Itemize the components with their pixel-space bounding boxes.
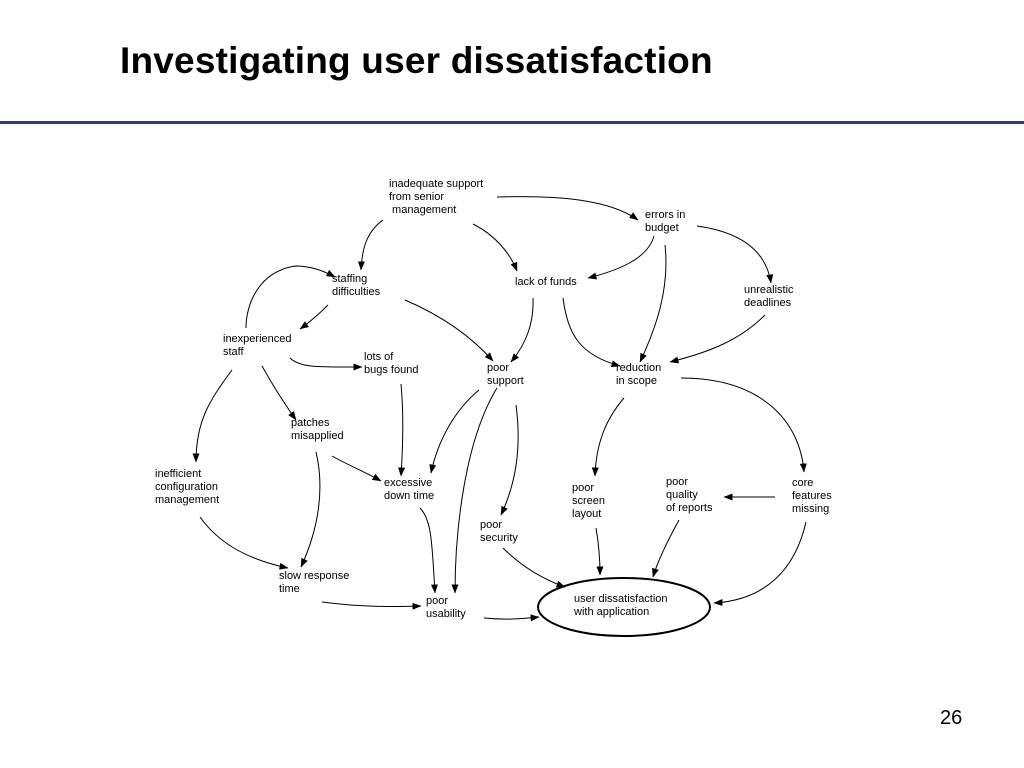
- arrow-patches-to-downtime: [331, 455, 382, 482]
- node-lots-of-bugs: lots of bugs found: [364, 351, 419, 376]
- arrow-poor-support-to-usability: [451, 387, 498, 594]
- node-reduction-in-scope: reduction in scope: [616, 362, 662, 387]
- arrow-core-to-dissatisfaction: [713, 521, 807, 606]
- page-number: 26: [940, 707, 963, 729]
- node-slow-response-time: slow response time: [279, 570, 350, 595]
- arrow-bugs-to-downtime: [398, 383, 406, 477]
- node-poor-screen-layout: poor screen layout: [572, 482, 606, 520]
- node-unrealistic-deadlines: unrealistic deadlines: [744, 284, 794, 309]
- outcome-ellipse: [537, 577, 711, 637]
- arrow-screen-to-dissatisfaction: [595, 527, 604, 576]
- slide-title: Investigating user dissatisfaction: [120, 40, 713, 81]
- node-inefficient-config: inefficient configuration management: [155, 468, 220, 506]
- arrow-funds-to-poor-support: [510, 297, 534, 363]
- node-patches-misapplied: patches misapplied: [291, 417, 344, 442]
- arrow-budget-to-funds: [587, 235, 655, 280]
- arrow-reduction-to-screen-layout: [591, 397, 625, 477]
- arrow-deadlines-to-reduction: [669, 314, 766, 364]
- node-lack-of-funds: lack of funds: [515, 276, 577, 288]
- arrow-support-to-staffing: [357, 219, 384, 271]
- node-errors-in-budget: errors in budget: [645, 209, 686, 234]
- arrow-slow-response-to-usability: [321, 601, 422, 610]
- arrow-quality-to-dissatisfaction: [652, 519, 680, 578]
- arrow-inexperienced-to-config: [192, 369, 233, 463]
- arrow-inexperienced-to-bugs: [289, 357, 363, 371]
- node-inexperienced-staff: inexperienced staff: [223, 333, 292, 358]
- arrow-poor-support-to-downtime: [429, 389, 480, 474]
- arrow-inexperienced-to-patches: [261, 365, 297, 421]
- arrow-patches-to-slow-response: [300, 451, 321, 568]
- arrow-funds-to-reduction: [562, 297, 621, 368]
- arrow-support-to-budget: [496, 196, 639, 221]
- arrow-downtime-to-usability: [419, 507, 438, 594]
- node-user-dissatisfaction: user dissatisfaction with application: [574, 593, 668, 618]
- arrow-security-to-dissatisfaction: [502, 547, 566, 588]
- arrow-usability-to-dissatisfaction: [483, 614, 540, 622]
- node-staffing-difficulties: staffing difficulties: [332, 273, 381, 298]
- node-poor-usability: poor usability: [426, 595, 466, 620]
- node-inadequate-support: inadequate support from senior managemen…: [389, 178, 484, 216]
- arrow-inexperienced-to-staffing: [245, 265, 336, 329]
- arrow-staffing-to-inexperienced: [299, 304, 329, 330]
- arrow-budget-to-deadlines: [696, 225, 774, 284]
- arrow-budget-to-reduction: [639, 244, 667, 363]
- arrow-reduction-to-core-features: [680, 377, 807, 473]
- arrow-staffing-to-poor-support: [404, 299, 494, 362]
- node-poor-quality-reports: poor quality of reports: [666, 476, 713, 514]
- arrow-poor-support-to-security: [500, 404, 519, 516]
- title-divider: [0, 121, 1024, 124]
- node-excessive-down-time: excessive down time: [384, 477, 435, 502]
- arrow-config-to-slow-response: [199, 516, 289, 570]
- node-core-features-missing: core features missing: [792, 477, 832, 515]
- node-poor-support: poor support: [487, 362, 524, 387]
- arrow-support-to-funds: [472, 223, 518, 272]
- node-poor-security: poor security: [480, 519, 518, 544]
